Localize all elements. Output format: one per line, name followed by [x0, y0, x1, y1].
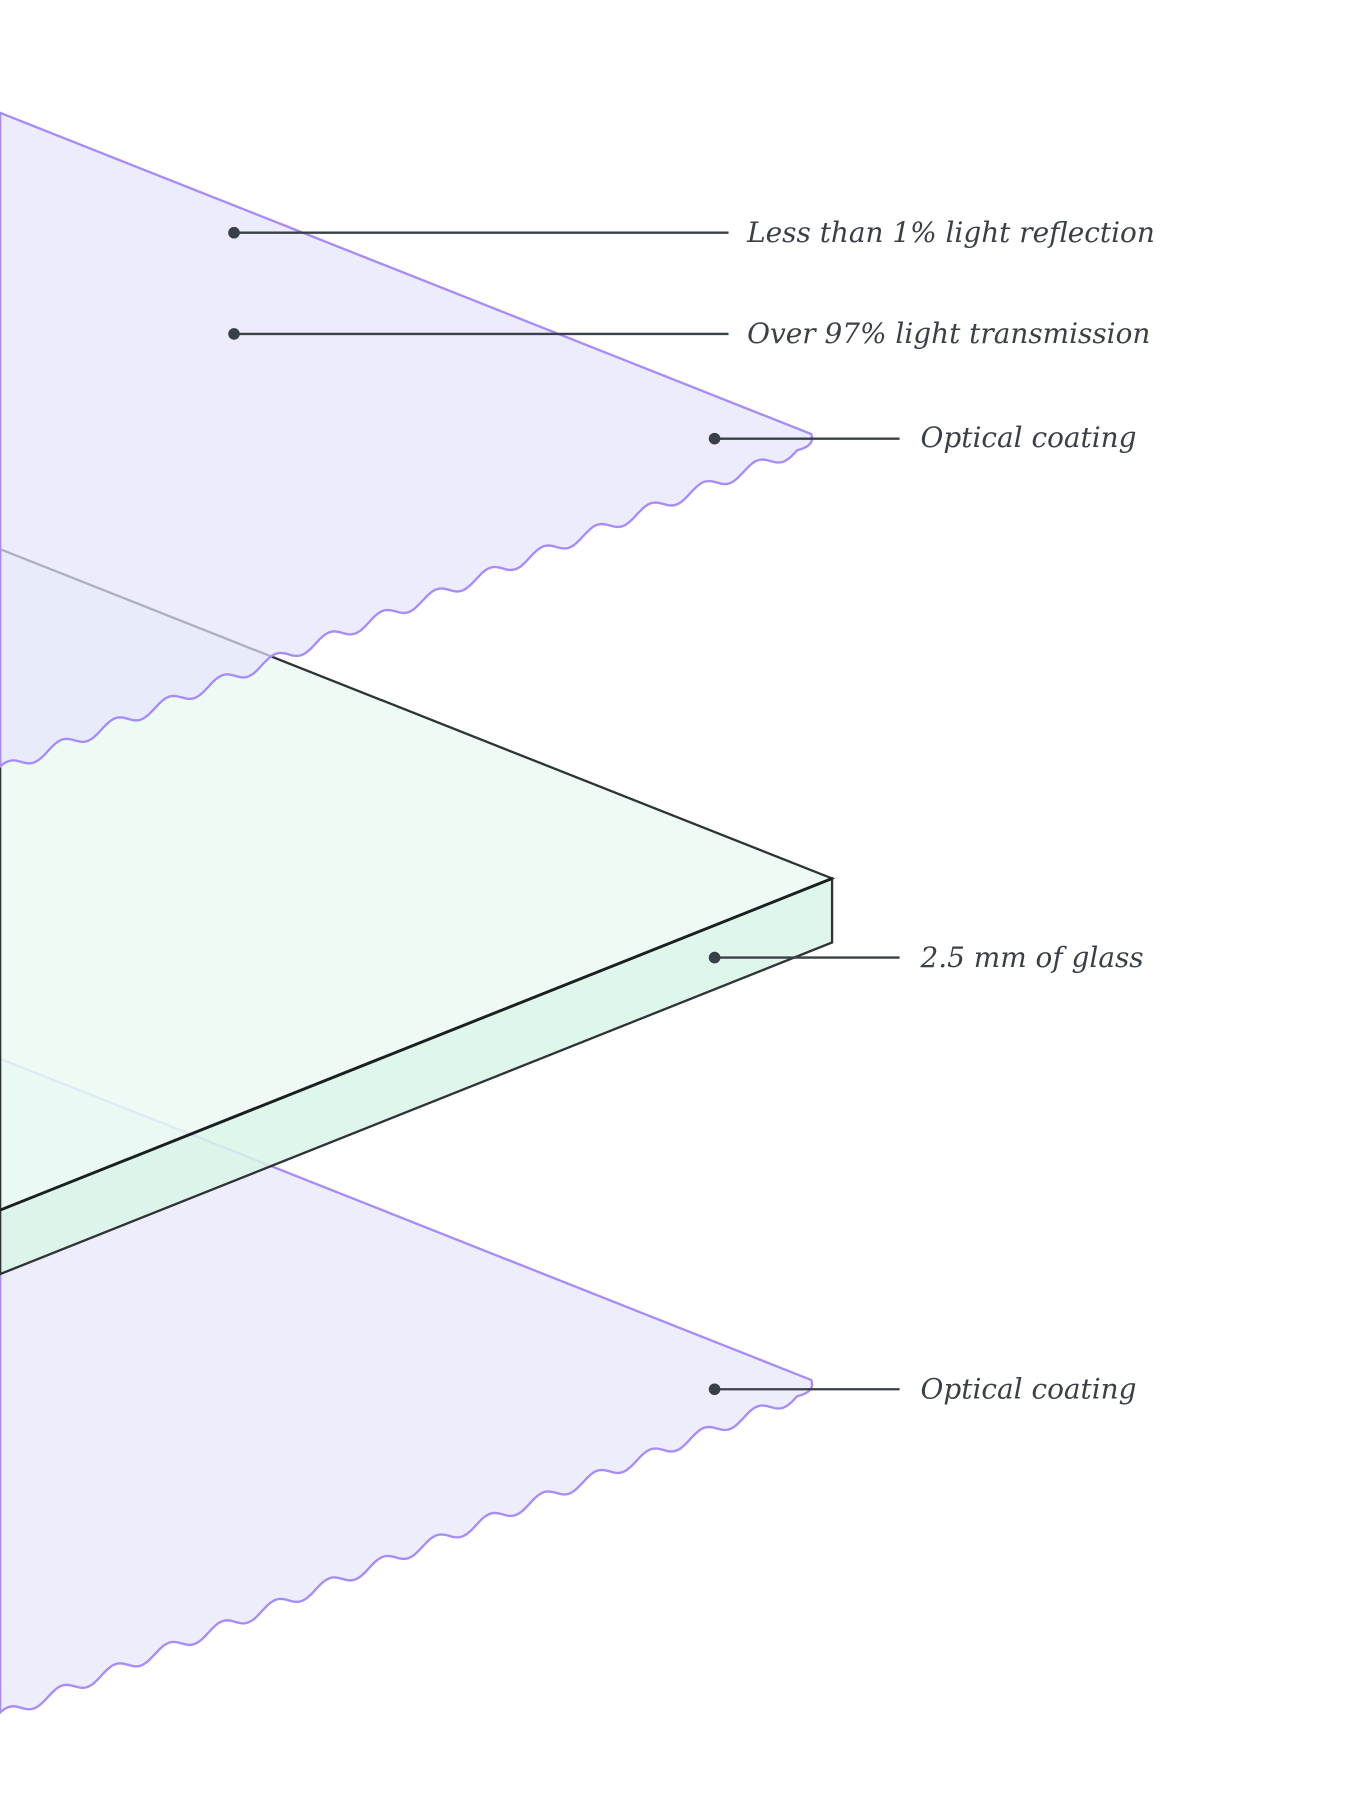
label-top-coating: Optical coating [921, 421, 1137, 454]
label-transmission: Over 97% light transmission [747, 317, 1150, 350]
callout-transmission: Over 97% light transmission [228, 317, 1150, 350]
top-optical-coating-layer [0, 111, 814, 769]
label-glass: 2.5 mm of glass [920, 941, 1144, 974]
label-reflection: Less than 1% light reflection [746, 216, 1155, 249]
callout-bottom-coating: Optical coating [708, 1373, 1137, 1406]
callout-glass: 2.5 mm of glass [708, 941, 1144, 974]
glass-layer [0, 547, 836, 1276]
label-bottom-coating: Optical coating [921, 1373, 1137, 1406]
callout-reflection: Less than 1% light reflection [228, 216, 1155, 249]
bottom-optical-coating-layer [0, 1057, 814, 1715]
callout-top-coating: Optical coating [708, 421, 1137, 454]
